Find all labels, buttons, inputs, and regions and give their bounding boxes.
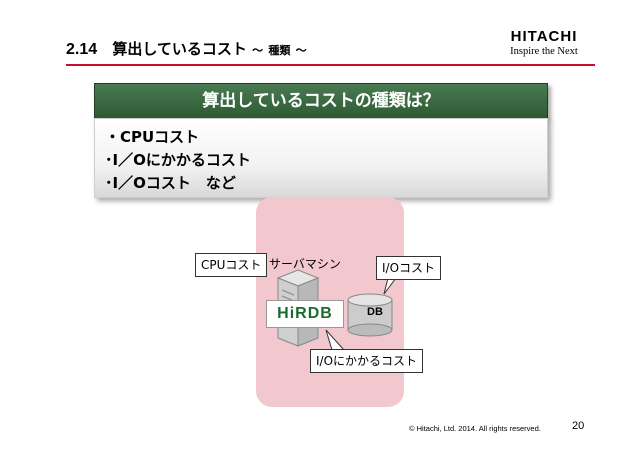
io-cost-callout: I/Oコスト — [376, 256, 442, 280]
logo-brand: HITACHI — [510, 28, 578, 45]
header-rule — [66, 64, 595, 66]
hirdb-logo: HiRDB — [266, 300, 344, 328]
title-tilde: ～ — [252, 44, 264, 57]
title-tilde: ～ — [295, 44, 307, 57]
page-title: 2.14 算出しているコスト ～ 種類 ～ — [66, 38, 307, 59]
logo-tagline: Inspire the Next — [510, 46, 578, 57]
page-number: 20 — [572, 420, 585, 432]
question-answer-box: ・CPUコスト ･I／Oにかかるコスト ･I／Oコスト など — [94, 118, 548, 198]
list-item: ･I／Oにかかるコスト — [105, 151, 251, 169]
io-callout-pointer — [383, 277, 397, 295]
database-icon — [347, 293, 393, 337]
io-cpu-callout-pointer — [325, 329, 346, 351]
copyright: © Hitachi, Ltd. 2014. All rights reserve… — [409, 424, 541, 433]
db-label: DB — [367, 306, 383, 318]
title-main: 算出しているコスト — [112, 40, 247, 58]
list-item: ･I／Oコスト など — [105, 174, 236, 192]
io-cpu-cost-callout: I/Oにかかるコスト — [310, 349, 424, 373]
section-number: 2.14 — [66, 41, 98, 58]
server-machine-label: サーバマシン — [269, 257, 341, 271]
cpu-cost-callout: CPUコスト — [195, 253, 268, 277]
title-sub: 種類 — [268, 44, 291, 57]
list-item: ・CPUコスト — [105, 128, 200, 146]
question-banner: 算出しているコストの種類は？ — [94, 83, 548, 119]
hitachi-logo: HITACHI Inspire the Next — [502, 28, 586, 57]
